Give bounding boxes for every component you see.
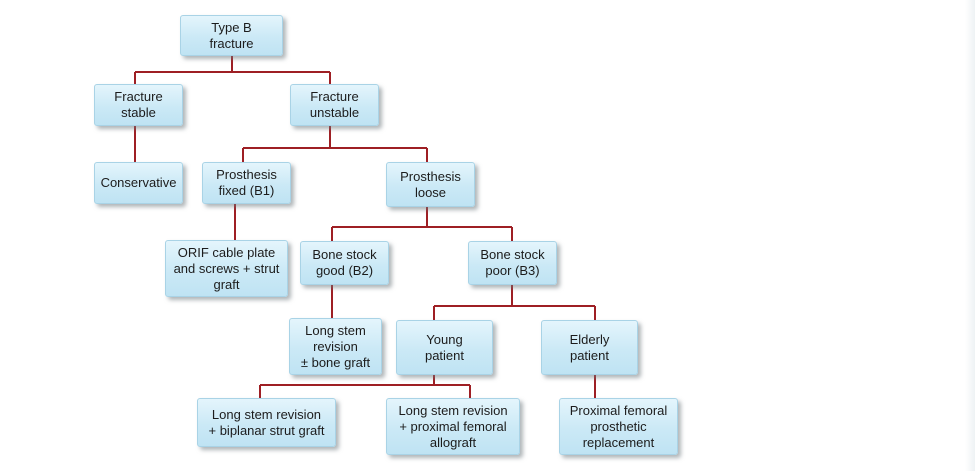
- node-long-stem-allograft: Long stem revision + proximal femoral al…: [386, 398, 520, 455]
- node-bone-stock-poor: Bone stock poor (B3): [468, 241, 557, 285]
- node-bone-stock-good: Bone stock good (B2): [300, 241, 389, 285]
- node-fracture-stable: Fracture stable: [94, 84, 183, 126]
- node-conservative: Conservative: [94, 162, 183, 204]
- node-type-b-fracture: Type B fracture: [180, 15, 283, 56]
- node-orif: ORIF cable plate and screws + strut graf…: [165, 240, 288, 297]
- node-long-stem-bone-graft: Long stem revision ± bone graft: [289, 318, 382, 375]
- node-elderly-patient: Elderly patient: [541, 320, 638, 375]
- right-edge-strip: [965, 0, 975, 471]
- node-prosthesis-fixed: Prosthesis fixed (B1): [202, 162, 291, 204]
- node-proximal-femoral-replacement: Proximal femoral prosthetic replacement: [559, 398, 678, 455]
- node-young-patient: Young patient: [396, 320, 493, 375]
- node-prosthesis-loose: Prosthesis loose: [386, 162, 475, 207]
- node-fracture-unstable: Fracture unstable: [290, 84, 379, 126]
- node-long-stem-biplanar: Long stem revision + biplanar strut graf…: [197, 398, 336, 447]
